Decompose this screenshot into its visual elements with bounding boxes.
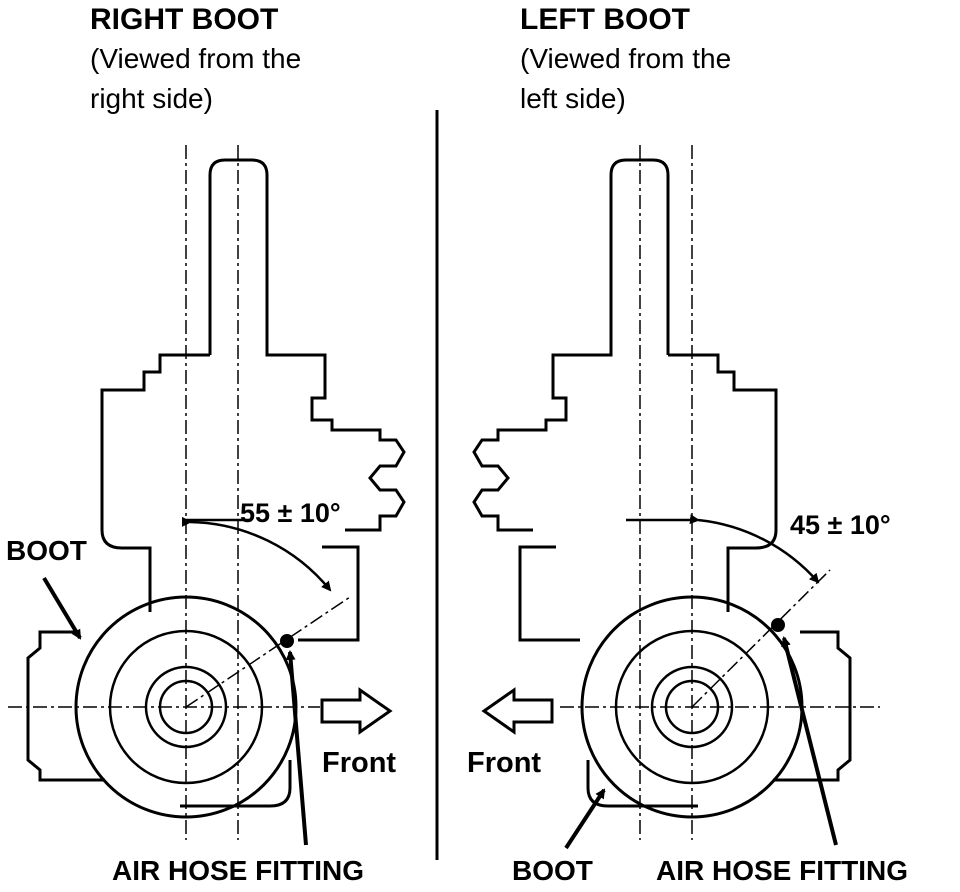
left-boot-view: 45 ± 10° Front BOOT AIR HOSE FITTING <box>467 145 908 886</box>
right-boot-title: RIGHT BOOT <box>90 3 279 36</box>
right-fitting-leader <box>285 650 308 846</box>
right-front-arrow <box>320 687 393 735</box>
right-boot-view: 55 ± 10° BOOT Front AIR HOSE FITTING <box>6 145 406 886</box>
right-fitting-direction-line <box>185 596 351 708</box>
left-fitting-direction-line <box>691 569 831 708</box>
left-boot-label: BOOT <box>512 855 593 886</box>
right-angle-label: 55 ± 10° <box>240 498 341 528</box>
right-skirt <box>180 760 292 808</box>
right-knuckle-lower <box>100 353 210 612</box>
right-boot-subtitle-line1: (Viewed from the <box>90 43 302 74</box>
right-knuckle-outline <box>208 158 406 532</box>
left-boot-subtitle-line2: left side) <box>520 83 626 114</box>
right-bracket <box>26 630 105 782</box>
left-boot-leader <box>564 788 606 850</box>
left-front-arrow <box>481 687 554 735</box>
left-bracket <box>773 630 852 782</box>
left-boot-subtitle-line1: (Viewed from the <box>520 43 732 74</box>
right-boot-subtitle-line2: right side) <box>90 83 213 114</box>
right-air-hose-fitting <box>280 634 294 648</box>
left-air-hose-fitting <box>771 618 785 632</box>
right-boot-label: BOOT <box>6 535 87 566</box>
right-angle-arc <box>181 516 332 592</box>
left-angle-label: 45 ± 10° <box>790 510 891 540</box>
left-fitting-label: AIR HOSE FITTING <box>656 855 908 886</box>
left-hose-tab <box>518 545 580 642</box>
right-fitting-label: AIR HOSE FITTING <box>112 855 364 886</box>
left-knuckle-outline <box>472 158 670 532</box>
right-hose-tab <box>298 545 360 642</box>
right-front-label: Front <box>322 747 396 779</box>
left-boot-title: LEFT BOOT <box>520 3 690 36</box>
left-skirt <box>586 760 698 808</box>
left-front-label: Front <box>467 747 541 779</box>
left-knuckle-lower <box>668 353 778 612</box>
right-boot-leader <box>42 576 82 640</box>
left-fitting-leader <box>781 636 838 846</box>
left-angle-arc <box>689 514 820 584</box>
